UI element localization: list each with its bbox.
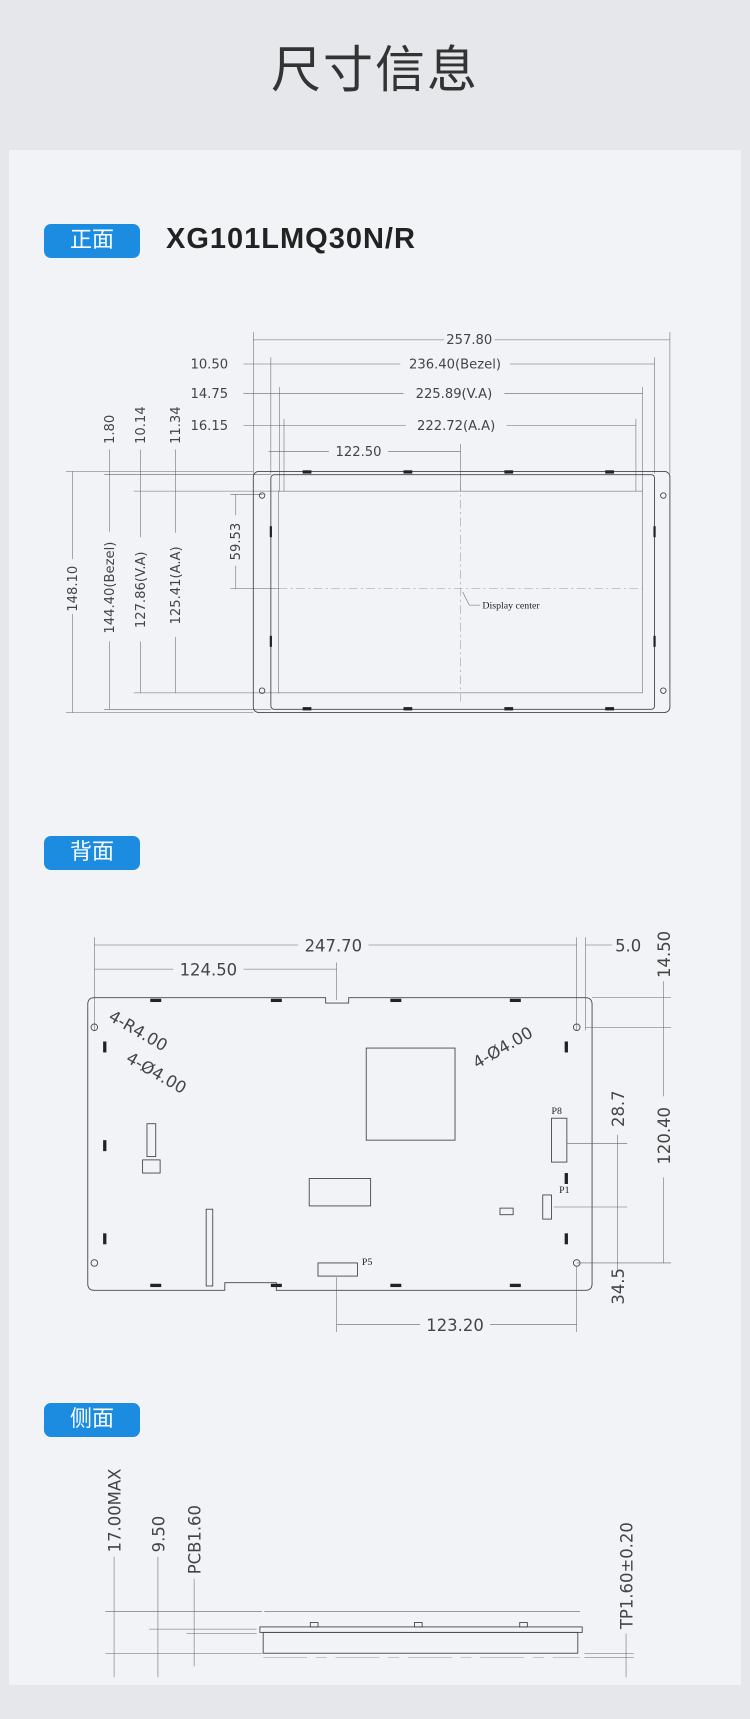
- dim-overall-height: 148.10: [66, 566, 81, 612]
- dim-top-margin: 14.50: [655, 931, 674, 978]
- dim-top-bezel: 1.80: [103, 415, 118, 444]
- dim-p8-offset: 28.7: [609, 1090, 628, 1127]
- dim-va-height: 127.86(V.A): [134, 551, 149, 628]
- dim-right-margin: 5.0: [615, 937, 641, 956]
- side-view-badge: 侧面: [44, 1403, 140, 1437]
- dim-total-thickness: 17.00MAX: [106, 1469, 125, 1553]
- dim-bezel-offset: 10.50: [190, 357, 228, 372]
- dim-tp-thickness: TP1.60±0.20: [618, 1522, 637, 1630]
- dim-mid-thickness: 9.50: [150, 1516, 169, 1553]
- dim-hole-right: 4-Ø4.00: [469, 1023, 536, 1072]
- dim-center-y: 59.53: [229, 523, 244, 561]
- dim-hole-span-x: 247.70: [305, 937, 363, 956]
- side-drawing: 17.00MAX 9.50 PCB1.60 TP1.60±0.20: [105, 1469, 637, 1678]
- dim-p5-offset: 123.20: [426, 1316, 484, 1335]
- dim-va-offset: 14.75: [190, 387, 228, 402]
- dim-center-x: 122.50: [336, 445, 382, 460]
- dim-top-va: 10.14: [134, 406, 149, 444]
- dim-top-aa: 11.34: [169, 406, 184, 444]
- back-drawing: 247.70 5.0 124.50 P8 P1 P5 4-R4.00 4-Ø4.…: [87, 931, 674, 1335]
- connector-p5: P5: [362, 1257, 372, 1268]
- dim-bezel-height: 144.40(Bezel): [103, 542, 118, 634]
- dim-hole-span-y: 120.40: [655, 1107, 674, 1165]
- connector-p1: P1: [559, 1185, 569, 1196]
- model-name: XG101LMQ30N/R: [166, 223, 416, 255]
- dim-pcb-thickness: PCB1.60: [186, 1505, 205, 1574]
- display-center-label: Display center: [482, 600, 540, 611]
- page-title: 尺寸信息: [271, 41, 479, 99]
- dim-aa-offset: 16.15: [190, 419, 228, 434]
- front-drawing: 257.80 236.40(Bezel) 10.50 225.89(V.A) 1…: [63, 331, 671, 714]
- dim-connector-x: 124.50: [180, 961, 238, 980]
- dim-va-width: 225.89(V.A): [416, 387, 493, 402]
- dim-corner-radius: 4-R4.00: [106, 1007, 171, 1056]
- dim-bezel-width: 236.40(Bezel): [409, 357, 501, 372]
- front-view-badge: 正面: [44, 224, 140, 258]
- back-view-badge: 背面: [44, 836, 140, 870]
- dim-p1-offset: 34.5: [609, 1268, 628, 1305]
- dim-hole-left: 4-Ø4.00: [123, 1048, 190, 1097]
- dim-overall-width: 257.80: [446, 333, 492, 348]
- dim-aa-width: 222.72(A.A): [417, 419, 495, 434]
- dim-aa-height: 125.41(A.A): [169, 546, 184, 624]
- connector-p8: P8: [552, 1106, 562, 1117]
